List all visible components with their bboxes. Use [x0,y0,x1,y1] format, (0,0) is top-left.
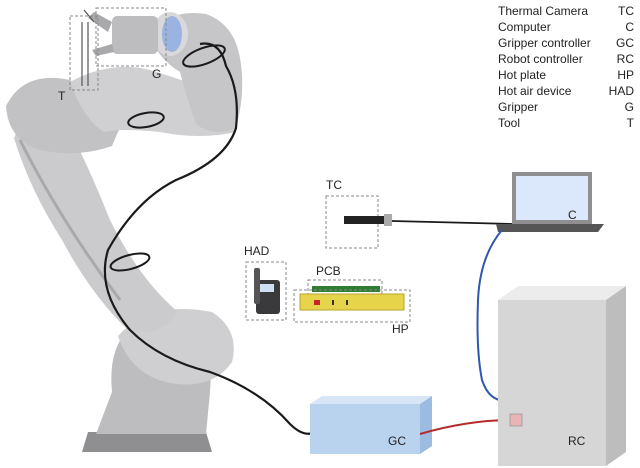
legend-abbr: HAD [608,84,634,98]
thermal-camera-body [344,216,384,224]
hot-plate-dashed-box [293,289,411,323]
hot-air-device-nozzle [254,268,260,304]
legend-item: Hot air device HAD [498,83,638,99]
pcb-board [312,286,380,292]
gripper-finger-upper [88,12,112,32]
laptop-screen [516,176,588,220]
hot-plate-knob-1 [332,300,334,305]
robot-arm [6,12,243,452]
robot-flange-ring [162,16,182,52]
hot-air-device-dashed-box [245,261,287,321]
legend-abbr: G [624,100,634,114]
legend-abbr: C [625,20,634,34]
hot-plate-knob-2 [346,300,348,305]
computer-cable [476,229,511,402]
gripper-controller-front [310,404,420,454]
legend-name: Thermal Camera [498,4,589,18]
tool-label: T [58,89,66,103]
robot-controller-top [498,286,626,300]
legend-name: Gripper [498,100,539,114]
legend-abbr: RC [616,52,634,66]
tool-tip [83,9,95,23]
legend-item: Gripper controller GC [498,35,638,51]
legend-abbr: T [626,116,634,130]
tool [81,9,95,86]
gripper-finger-lower [92,44,114,56]
gripper-dashed-box [95,7,167,67]
laptop-keyboard [496,224,604,232]
robot-controller-label: RC [568,434,586,448]
legend-name: Robot controller [498,52,583,66]
computer-label: C [568,208,577,222]
hot-plate-label: HP [392,322,409,336]
hot-air-device-display [260,284,274,292]
legend-abbr: GC [616,36,634,50]
legend-item: Hot plate HP [498,67,638,83]
legend-name: Hot air device [498,84,572,98]
robot-lower-arm [14,116,178,332]
legend-name: Computer [498,20,551,34]
hot-plate-body [299,293,405,311]
thermal-camera-lens [384,214,392,226]
legend-name: Gripper controller [498,36,591,50]
robot-controller-port [509,413,523,427]
gripper-body [112,16,158,54]
legend-item: Gripper G [498,99,638,115]
gripper-controller-side [420,396,432,454]
gripper-controller-top [310,396,432,404]
hot-air-device-label: HAD [244,244,270,258]
legend-name: Hot plate [498,68,547,82]
legend: Thermal Camera TC Computer C Gripper contr… [498,3,638,131]
tool-dashed-box [69,15,99,91]
cable-loop-lower [109,252,151,272]
cable-loop-middle [127,111,165,129]
legend-abbr: TC [618,4,634,18]
robot-cable [103,42,317,435]
legend-item: Tool T [498,115,638,131]
thermal-camera-label: TC [326,178,342,192]
robot-base-plate [82,432,212,452]
robot-controller-front [498,300,606,466]
hot-plate-indicator [314,300,320,305]
robot-controller-side [606,286,626,466]
gripper-label: G [152,67,162,81]
legend-abbr: HP [617,68,634,82]
pcb-label: PCB [316,264,341,278]
cable-loop-upper [182,44,226,68]
gripper-controller-label: GC [388,434,406,448]
legend-item: Thermal Camera TC [498,3,638,19]
legend-item: Computer C [498,19,638,35]
legend-item: Robot controller RC [498,51,638,67]
camera-cable [391,220,515,225]
legend-name: Tool [498,116,521,130]
